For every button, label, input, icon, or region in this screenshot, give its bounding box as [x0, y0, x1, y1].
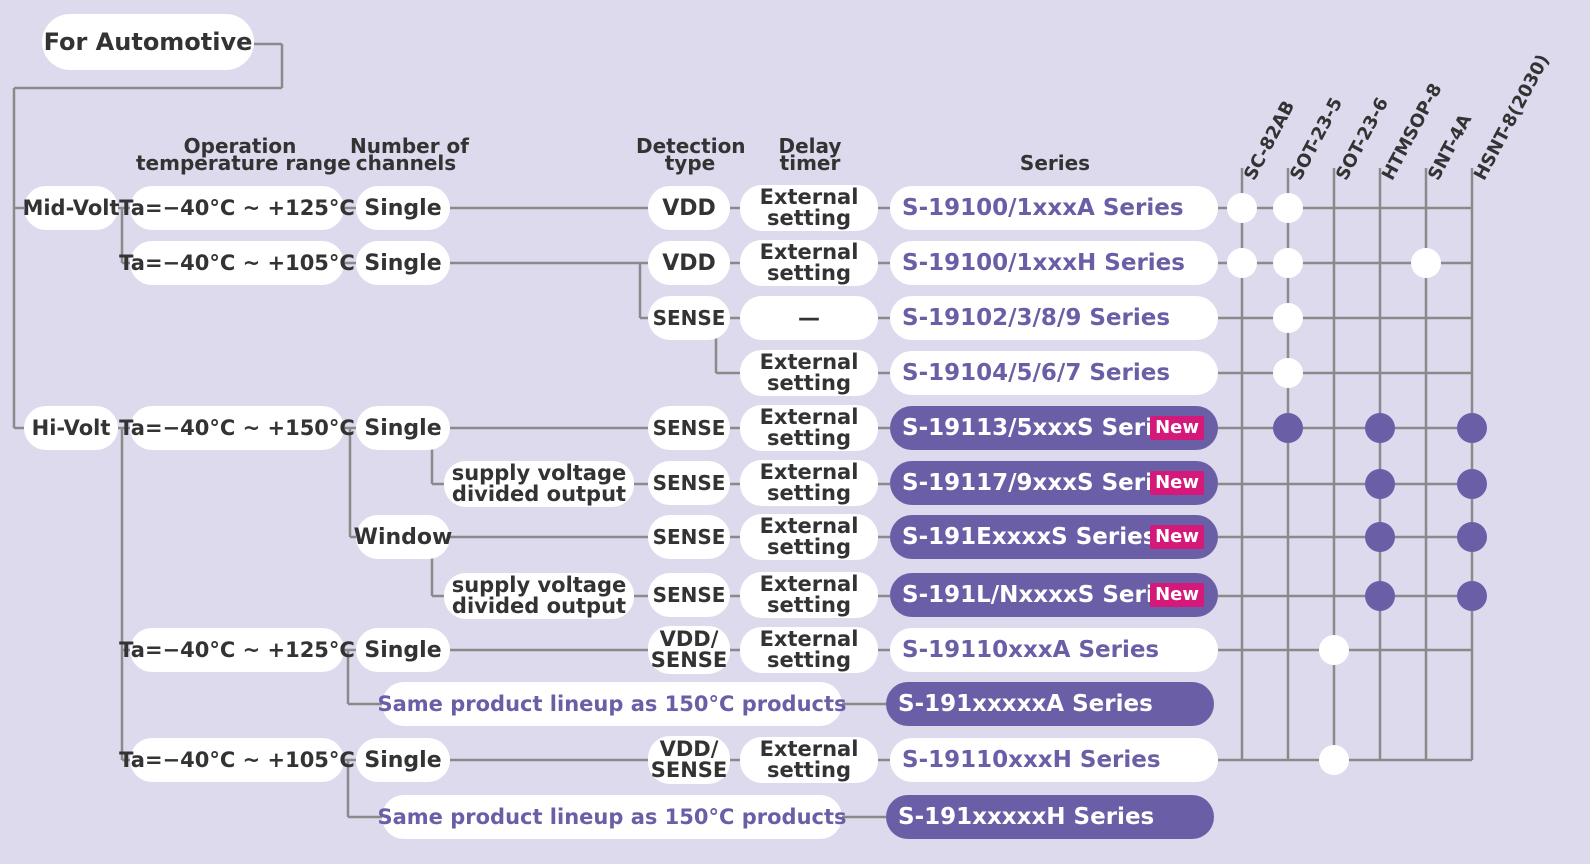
series-pill[interactable]: S-19104/5/6/7 Series	[890, 351, 1218, 395]
detection-type: VDD/ SENSE	[648, 736, 730, 784]
channel-single: Single	[356, 406, 450, 450]
package-dot	[1319, 635, 1349, 665]
series-name: S-191L/NxxxxS Series	[902, 581, 1184, 608]
group-hi-volt: Hi-Volt	[24, 406, 118, 450]
series-name: S-191xxxxxA Series	[898, 690, 1153, 717]
channel-single: Single	[356, 628, 450, 672]
channel-single: Single	[356, 738, 450, 782]
series-name: S-19110xxxH Series	[902, 746, 1161, 773]
package-dot	[1411, 248, 1441, 278]
temp-range: Ta=−40°C ~ +105°C	[119, 738, 355, 782]
delay-timer: External setting	[740, 572, 878, 618]
series-name: S-19104/5/6/7 Series	[902, 359, 1171, 386]
series-name: S-19117/9xxxS Series	[902, 469, 1183, 496]
header-number-of-channels: Number of channels	[350, 134, 469, 175]
detection-type: SENSE	[648, 515, 730, 559]
detection-type: VDD	[648, 186, 730, 230]
series-pill[interactable]: S-191xxxxxA Series	[886, 682, 1214, 726]
detection-type: SENSE	[648, 296, 730, 340]
new-badge: New	[1150, 416, 1204, 440]
detection-type: SENSE	[648, 461, 730, 505]
divided-output-label: supply voltage divided output	[444, 573, 634, 619]
temp-range: Ta=−40°C ~ +125°C	[119, 186, 355, 230]
series-pill[interactable]: S-19100/1xxxH Series	[890, 241, 1218, 285]
detection-type: SENSE	[648, 406, 730, 450]
header-series: Series	[1019, 151, 1091, 175]
group-mid-volt: Mid-Volt	[22, 186, 120, 230]
series-name: S-19110xxxA Series	[902, 636, 1160, 663]
series-name: S-191xxxxxH Series	[898, 803, 1155, 830]
channel-single: Single	[356, 186, 450, 230]
new-badge: New	[1150, 471, 1204, 495]
package-dot	[1319, 745, 1349, 775]
channel-single: Single	[356, 241, 450, 285]
series-name: S-19100/1xxxA Series	[902, 194, 1184, 221]
detection-type: SENSE	[648, 573, 730, 617]
series-pill[interactable]: S-19110xxxH Series	[890, 738, 1218, 782]
package-dot	[1273, 303, 1303, 333]
root-label: For Automotive	[42, 14, 254, 70]
package-dot	[1457, 522, 1487, 552]
new-badge: New	[1150, 525, 1204, 549]
package-dot	[1365, 581, 1395, 611]
header-delay-timer: Delay timer	[778, 134, 842, 175]
delay-timer: External setting	[740, 350, 878, 396]
package-dot	[1227, 248, 1257, 278]
same-lineup-label: Same product lineup as 150°C products	[377, 682, 847, 726]
delay-timer: External setting	[740, 627, 878, 673]
new-badge: New	[1150, 583, 1204, 607]
series-name: S-19113/5xxxS Series	[902, 414, 1183, 441]
delay-timer: External setting	[740, 405, 878, 451]
series-name: S-19102/3/8/9 Series	[902, 304, 1171, 331]
package-dot	[1273, 248, 1303, 278]
detection-type: VDD/ SENSE	[648, 626, 730, 674]
detection-type: VDD	[648, 241, 730, 285]
package-dot	[1457, 581, 1487, 611]
channel-window: Window	[354, 515, 452, 559]
delay-timer: External setting	[740, 460, 878, 506]
temp-range: Ta=−40°C ~ +105°C	[119, 241, 355, 285]
package-dot	[1273, 413, 1303, 443]
delay-timer: External setting	[740, 185, 878, 231]
header-detection-type: Detection type	[636, 134, 746, 175]
series-name: S-19100/1xxxH Series	[902, 249, 1185, 276]
package-dot	[1227, 193, 1257, 223]
series-pill[interactable]: S-19102/3/8/9 Series	[890, 296, 1218, 340]
delay-timer: —	[740, 296, 878, 340]
series-pill[interactable]: S-19110xxxA Series	[890, 628, 1218, 672]
series-pill[interactable]: S-19100/1xxxA Series	[890, 186, 1218, 230]
series-name: S-191ExxxxS Series	[902, 523, 1157, 550]
temp-range: Ta=−40°C ~ +125°C	[119, 628, 355, 672]
header-operation-temperature: Operation temperature range	[136, 134, 351, 175]
package-dot	[1273, 358, 1303, 388]
temp-range: Ta=−40°C ~ +150°C	[119, 406, 355, 450]
delay-timer: External setting	[740, 514, 878, 560]
package-dot	[1365, 522, 1395, 552]
delay-timer: External setting	[740, 240, 878, 286]
package-dot	[1457, 413, 1487, 443]
package-dot	[1457, 469, 1487, 499]
same-lineup-label: Same product lineup as 150°C products	[377, 795, 847, 839]
series-pill[interactable]: S-191xxxxxH Series	[886, 795, 1214, 839]
divided-output-label: supply voltage divided output	[444, 461, 634, 507]
package-dot	[1273, 193, 1303, 223]
package-dot	[1365, 469, 1395, 499]
package-dot	[1365, 413, 1395, 443]
delay-timer: External setting	[740, 737, 878, 783]
